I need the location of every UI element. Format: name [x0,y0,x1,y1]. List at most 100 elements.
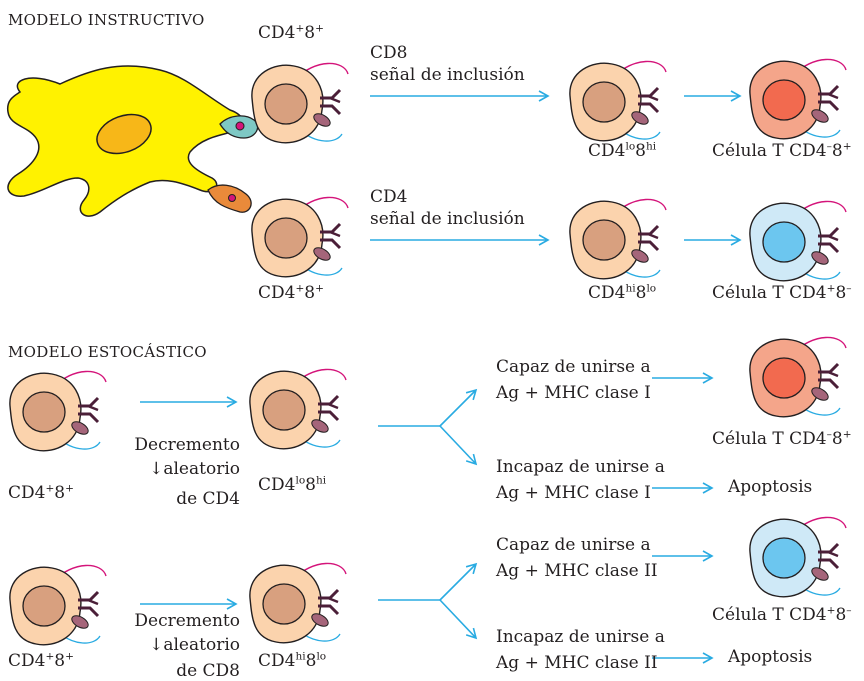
cell-nucleus [762,221,806,263]
tcr-mid [827,92,839,100]
tcr-lower-arm [818,100,840,112]
intermediate-top-label: CD4lo8hi [588,140,657,161]
signal-cd8-line2: señal de inclusión [370,65,525,85]
tcr-mid [327,596,339,604]
tcr-mid [827,550,839,558]
row1-able-line1: Capaz de unirse a [496,357,651,377]
arrows [140,90,742,664]
row2-step-line3: de CD8 [176,661,240,681]
tcr-lower-arm [318,410,340,422]
tcr-lower-arm [78,412,100,424]
signal-cd4-line2: señal de inclusión [370,209,525,229]
row2-step-line1: Decremento [134,611,240,631]
intermediate-bottom-label: CD4hi8lo [588,282,657,303]
t-cell-row1-result [749,336,847,418]
t-cell-row1-intermediate [249,368,347,450]
coreceptor [631,111,649,125]
tcr-mid [87,598,99,606]
tcr-lower-arm [78,606,100,618]
tcr-mid [827,370,839,378]
t-cell-cd4-8-top [251,62,349,144]
t-cells [9,58,847,646]
row2-unable-line2: Ag + MHC clase II [496,653,658,673]
instructive-title: MODELO INSTRUCTIVO [8,11,205,29]
coreceptor [71,615,89,629]
row1-step-line2: ↓aleatorio [149,459,240,479]
tcr-mid [647,94,659,102]
t-cell-row1-start [9,370,107,452]
row1-apoptosis: Apoptosis [728,477,813,497]
t-cell-cd4-8-bottom [251,196,349,278]
apc-nucleus [96,113,152,155]
signal-cd4-line1: CD4 [370,187,408,207]
cell-nucleus [264,83,308,125]
row1-able-line2: Ag + MHC clase I [496,383,651,403]
t-cell-row2-start [9,564,107,646]
coreceptor [811,109,829,123]
row2-step-line2: ↓aleatorio [149,635,240,655]
row1-result-label: Célula T CD4–8+ [712,428,852,449]
tcr-lower-arm [320,238,342,250]
t-cell-cd8-result-top [749,58,847,140]
fork-down-row1 [439,425,478,466]
t-cell-cd4-result-top [749,200,847,282]
row1-step-line1: Decremento [134,435,240,455]
row2-start-label: CD4+8+ [8,650,74,671]
tcr-lower-arm [318,604,340,616]
row2-result-label: Célula T CD4+8– [712,604,852,625]
result-top-label: Célula T CD4–8+ [712,140,852,161]
cell-nucleus [262,389,306,431]
cell-top-label: CD4+8+ [258,22,324,43]
cell-nucleus [762,537,806,579]
tcr-lower-arm [818,378,840,390]
tcr-mid [647,232,659,240]
cell-bottom-label: CD4+8+ [258,282,324,303]
row2-able-line1: Capaz de unirse a [496,535,651,555]
tcr-mid [87,404,99,412]
cell-nucleus [264,217,308,259]
tcr-mid [329,96,341,104]
tcr-lower-arm [818,558,840,570]
tcr-lower-arm [638,102,660,114]
row1-unable-line1: Incapaz de unirse a [496,457,665,477]
coreceptor [811,567,829,581]
apc-cell [6,65,259,217]
row1-unable-line2: Ag + MHC clase I [496,483,651,503]
t-cell-cd4lo8hi [569,60,667,142]
row2-unable-line1: Incapaz de unirse a [496,627,665,647]
tcr-mid [329,230,341,238]
coreceptor [71,421,89,435]
row2-apoptosis: Apoptosis [728,647,813,667]
coreceptor [631,249,649,263]
cell-nucleus [582,81,626,123]
tcr-mid [827,234,839,242]
t-cell-row2-result [749,516,847,598]
cell-nucleus [262,583,306,625]
cell-nucleus [582,219,626,261]
cell-nucleus [22,391,66,433]
row1-step-line3: de CD4 [176,489,240,509]
t-cell-cd4hi8lo [569,198,667,280]
result-bottom-label: Célula T CD4+8– [712,282,852,303]
antigen-peptide-bottom [228,194,236,202]
tcr-lower-arm [818,242,840,254]
tcr-mid [327,402,339,410]
tcr-lower-arm [638,240,660,252]
coreceptor [811,251,829,265]
coreceptor [311,419,329,433]
signal-cd8-line1: CD8 [370,43,408,63]
coreceptor [811,387,829,401]
row1-start-label: CD4+8+ [8,482,74,503]
coreceptor [311,613,329,627]
t-cell-row2-intermediate [249,562,347,644]
fork-up-row2 [439,562,478,601]
stochastic-title: MODELO ESTOCÁSTICO [8,343,207,361]
coreceptor [313,113,331,127]
row2-intermediate-label: CD4hi8lo [258,650,327,671]
row2-able-line2: Ag + MHC clase II [496,561,658,581]
row1-intermediate-label: CD4lo8hi [258,474,327,495]
tcr-lower-arm [320,104,342,116]
antigen-peptide-top [235,121,245,131]
